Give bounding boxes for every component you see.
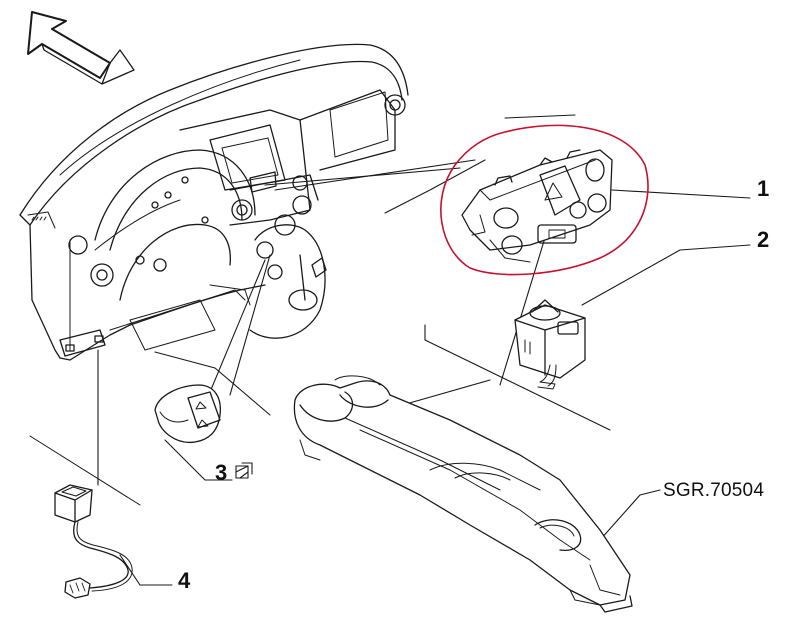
small-switch-part-3 xyxy=(154,384,221,443)
warning-triangle-icon xyxy=(544,182,563,201)
callout-3: 3 xyxy=(215,460,228,485)
switch-connector-part-4 xyxy=(54,484,133,599)
callout-4: 4 xyxy=(178,568,191,593)
mirror-switch-part-2 xyxy=(514,299,586,390)
dashboard-outline xyxy=(19,43,409,361)
assembly-note-icon xyxy=(235,462,253,479)
highlight-ellipse xyxy=(440,124,649,276)
switch-panel-part-1 xyxy=(461,149,613,263)
leader-lines xyxy=(29,114,751,586)
callout-2: 2 xyxy=(757,227,770,252)
center-console xyxy=(293,375,633,613)
arrow-up-left-icon xyxy=(27,11,135,85)
reference-code: SGR.70504 xyxy=(663,480,765,501)
callout-1: 1 xyxy=(757,176,770,201)
